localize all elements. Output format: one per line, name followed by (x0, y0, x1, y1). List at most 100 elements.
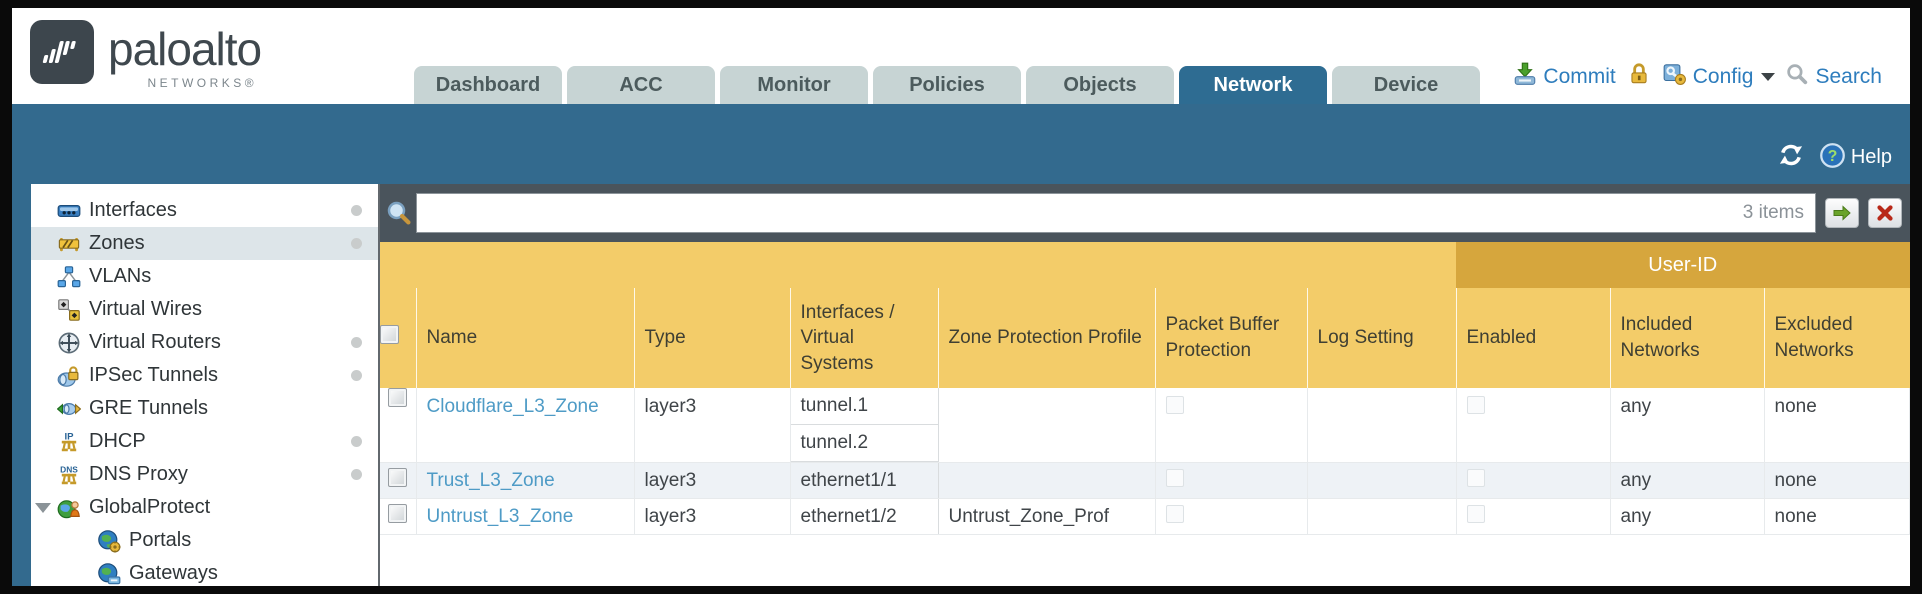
sidebar-item-virtual-routers[interactable]: Virtual Routers (31, 326, 378, 359)
col-header-enabled[interactable]: Enabled (1456, 288, 1611, 388)
sidebar-item-portals[interactable]: Portals (31, 524, 378, 557)
zone-name-link[interactable]: Trust_L3_Zone (426, 469, 555, 491)
vlans-icon (57, 265, 81, 289)
paloalto-logo: paloalto NETWORKS® (30, 20, 262, 90)
zones-table-wrap: User-ID Name Type Interfaces / Virtual S… (380, 242, 1910, 586)
svg-text:?: ? (1828, 148, 1838, 165)
user-id-enabled-checkbox[interactable] (1466, 396, 1485, 414)
user-id-enabled-checkbox[interactable] (1466, 468, 1485, 487)
sidebar-item-virtual-wires[interactable]: Virtual Wires (31, 293, 378, 326)
left-teal-strip (12, 184, 31, 586)
tab-objects[interactable]: Objects (1026, 66, 1174, 104)
refresh-icon[interactable] (1777, 141, 1805, 174)
log-setting (1307, 462, 1457, 499)
select-all-column-header (380, 288, 417, 388)
sidebar-item-vlans[interactable]: VLANs (31, 260, 378, 293)
sidebar-item-interfaces[interactable]: Interfaces (31, 194, 378, 227)
status-dot (351, 436, 362, 447)
excluded-networks: none (1764, 462, 1910, 499)
col-header-included-networks[interactable]: Included Networks (1610, 288, 1765, 388)
dns-proxy-icon: DNS (57, 463, 81, 487)
included-networks: any (1610, 462, 1765, 499)
log-setting (1307, 498, 1457, 535)
tab-acc[interactable]: ACC (567, 66, 715, 104)
brand-name: paloalto (108, 23, 262, 75)
tab-device[interactable]: Device (1332, 66, 1480, 104)
apply-filter-button[interactable] (1825, 198, 1859, 228)
config-icon (1662, 61, 1688, 92)
included-networks: any (1610, 388, 1765, 463)
tab-network[interactable]: Network (1179, 66, 1327, 104)
interface-item: ethernet1/2 (800, 506, 897, 527)
commit-label: Commit (1543, 64, 1616, 88)
filter-input[interactable] (416, 193, 1816, 233)
sidebar-item-zones[interactable]: Zones (31, 227, 378, 260)
help-icon: ? (1819, 142, 1846, 174)
lock-icon[interactable] (1626, 61, 1652, 92)
sidebar-item-dns-proxy[interactable]: DNS DNS Proxy (31, 458, 378, 491)
zone-name-link[interactable]: Untrust_L3_Zone (426, 505, 574, 527)
status-dot (351, 205, 362, 216)
row-checkbox[interactable] (388, 388, 408, 407)
col-header-type[interactable]: Type (634, 288, 791, 388)
commit-button[interactable]: Commit (1512, 61, 1616, 92)
filter-bar: 3 items (380, 184, 1910, 242)
gateways-icon (97, 562, 121, 586)
col-header-zone-protection-profile[interactable]: Zone Protection Profile (938, 288, 1156, 388)
sidebar-item-gre-tunnels[interactable]: GRE Tunnels (31, 392, 378, 425)
row-checkbox[interactable] (388, 468, 408, 487)
main-nav-tabs: Dashboard ACC Monitor Policies Objects N… (414, 66, 1480, 104)
packet-buffer-protection-checkbox[interactable] (1165, 468, 1184, 487)
sidebar-item-label: DNS Proxy (89, 463, 188, 485)
tab-dashboard[interactable]: Dashboard (414, 66, 562, 104)
col-header-interfaces[interactable]: Interfaces / Virtual Systems (790, 288, 939, 388)
svg-text:IP: IP (64, 431, 74, 442)
collapse-triangle-icon[interactable] (35, 502, 51, 513)
config-label: Config (1692, 64, 1754, 88)
search-button[interactable]: Search (1785, 62, 1882, 92)
sidebar-item-label: DHCP (89, 430, 146, 452)
select-all-checkbox[interactable] (380, 324, 399, 344)
sidebar-item-globalprotect[interactable]: GlobalProtect (31, 491, 378, 524)
col-header-log-setting[interactable]: Log Setting (1307, 288, 1457, 388)
gre-tunnels-icon (57, 397, 81, 421)
packet-buffer-protection-checkbox[interactable] (1165, 396, 1184, 414)
svg-text:DNS: DNS (60, 464, 78, 474)
zone-protection-profile: Untrust_Zone_Prof (938, 498, 1156, 535)
help-button[interactable]: ? Help (1819, 142, 1892, 174)
packet-buffer-protection-checkbox[interactable] (1165, 504, 1184, 523)
status-dot (351, 469, 362, 480)
row-checkbox[interactable] (388, 504, 408, 523)
interface-item: ethernet1/1 (800, 470, 897, 491)
sidebar-item-label: Gateways (129, 562, 218, 584)
sidebar-item-label: VLANs (89, 265, 152, 287)
sidebar-item-label: Interfaces (89, 199, 177, 221)
interface-item: tunnel.1 (790, 388, 938, 425)
log-setting (1307, 388, 1457, 463)
col-header-packet-buffer-protection[interactable]: Packet Buffer Protection (1155, 288, 1308, 388)
table-row: Untrust_L3_Zone layer3 ethernet1/2 Untru… (380, 498, 1910, 535)
table-row: Cloudflare_L3_Zone layer3 tunnel.1 tunne… (380, 388, 1910, 463)
status-dot (351, 337, 362, 348)
globalprotect-icon (57, 496, 81, 520)
config-dropdown[interactable]: Config (1662, 61, 1776, 92)
zone-type: layer3 (634, 388, 791, 463)
user-id-enabled-checkbox[interactable] (1466, 504, 1485, 523)
sidebar-item-label: Virtual Wires (89, 298, 202, 320)
virtual-wires-icon (57, 298, 81, 322)
zone-type: layer3 (634, 462, 791, 499)
zone-protection-profile (938, 462, 1156, 499)
tab-monitor[interactable]: Monitor (720, 66, 868, 104)
sub-header-band: ? Help (12, 104, 1910, 184)
clear-filter-button[interactable] (1868, 198, 1902, 228)
sidebar-item-label: Zones (89, 232, 145, 254)
sidebar-item-ipsec-tunnels[interactable]: IPSec Tunnels (31, 359, 378, 392)
sidebar-item-gateways[interactable]: Gateways (31, 557, 378, 586)
sidebar-item-dhcp[interactable]: IP DHCP (31, 425, 378, 458)
network-sidebar: Interfaces Zones VLANs (31, 184, 380, 586)
col-header-excluded-networks[interactable]: Excluded Networks (1764, 288, 1910, 388)
zone-name-link[interactable]: Cloudflare_L3_Zone (426, 396, 599, 417)
portals-icon (97, 529, 121, 553)
col-header-name[interactable]: Name (416, 288, 635, 388)
tab-policies[interactable]: Policies (873, 66, 1021, 104)
